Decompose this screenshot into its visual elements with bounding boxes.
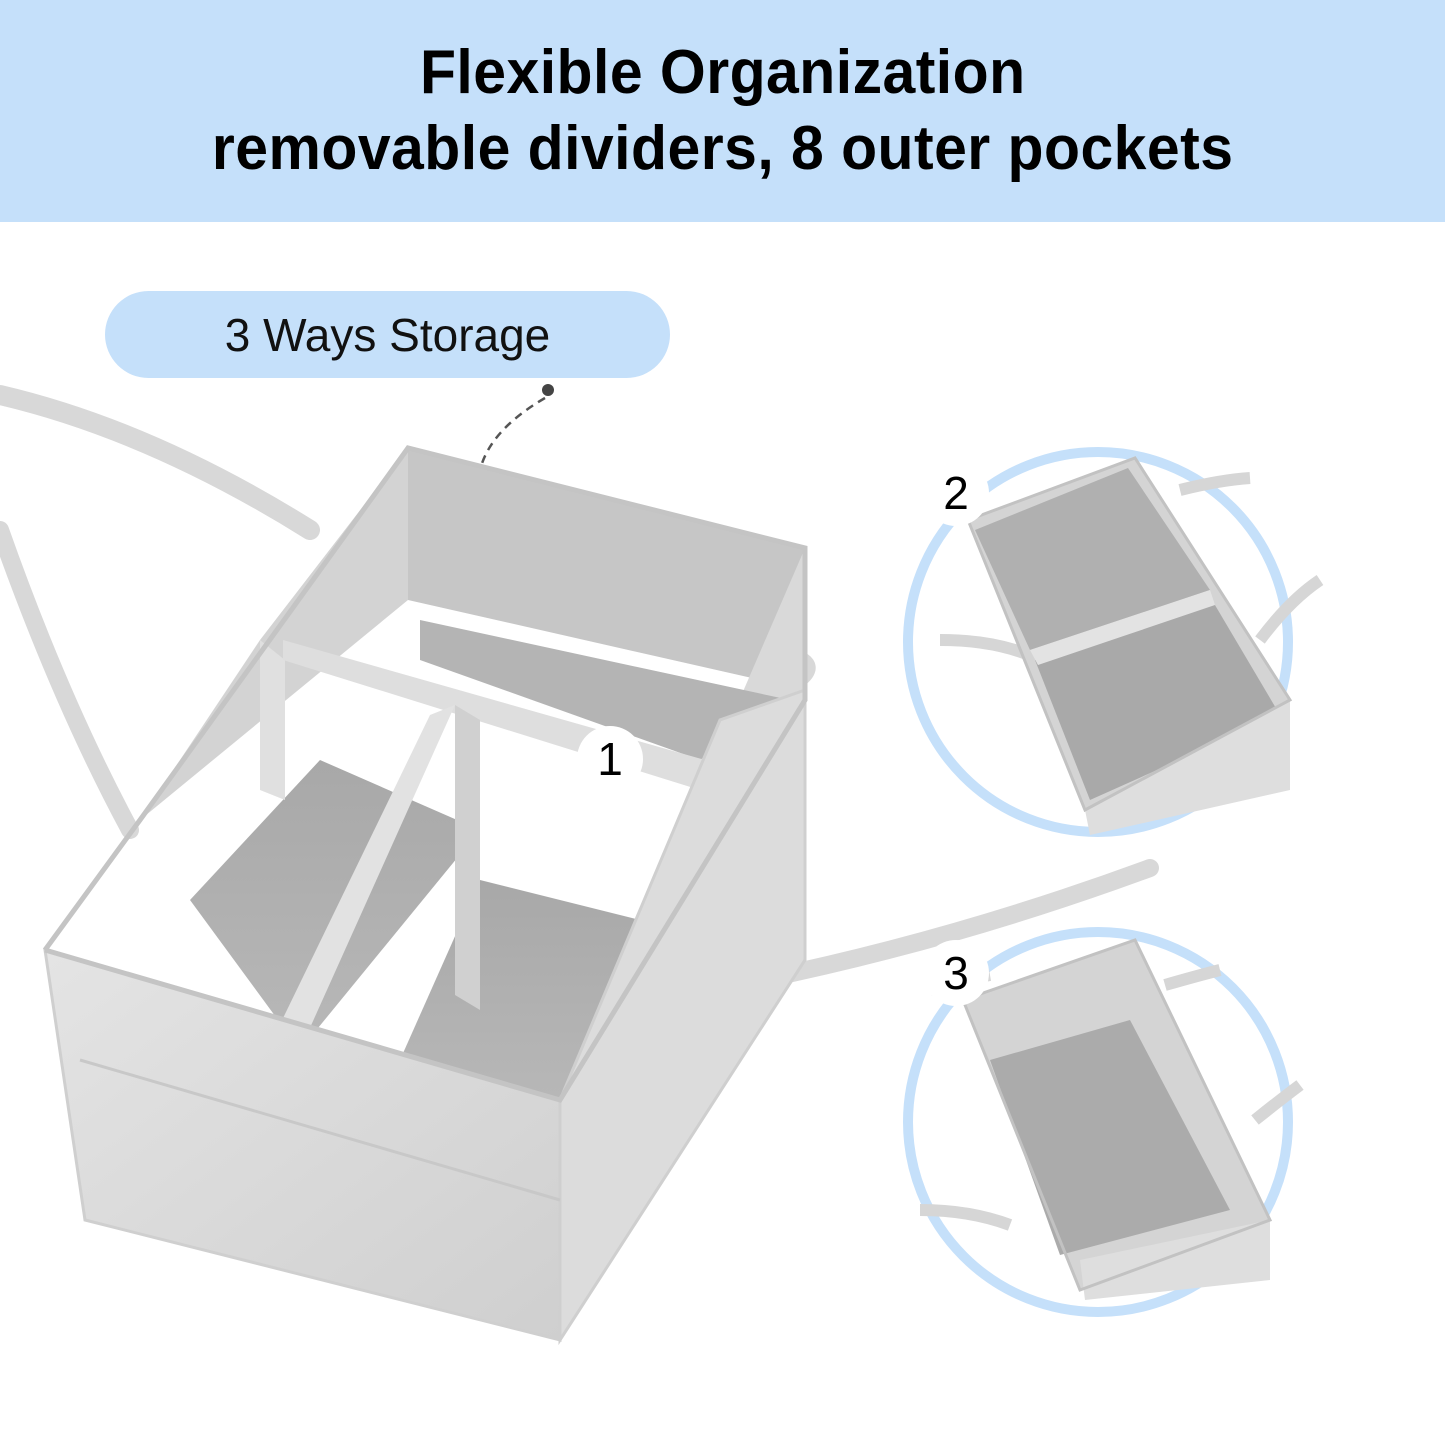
config-2-image bbox=[903, 447, 1324, 837]
config-3-image bbox=[903, 927, 1304, 1317]
storage-callout-label: 3 Ways Storage bbox=[224, 308, 551, 361]
banner-title: Flexible Organization bbox=[419, 38, 1026, 107]
header-banner: Flexible Organization removable dividers… bbox=[0, 0, 1445, 222]
config-3-badge: 3 bbox=[923, 940, 989, 1006]
config-2-badge: 2 bbox=[923, 460, 989, 526]
config-1-badge: 1 bbox=[577, 726, 643, 792]
main-organizer-image bbox=[0, 385, 1159, 1346]
banner-subtitle: removable dividers, 8 outer pockets bbox=[211, 114, 1234, 183]
storage-callout-pill: 3 Ways Storage bbox=[105, 291, 670, 378]
